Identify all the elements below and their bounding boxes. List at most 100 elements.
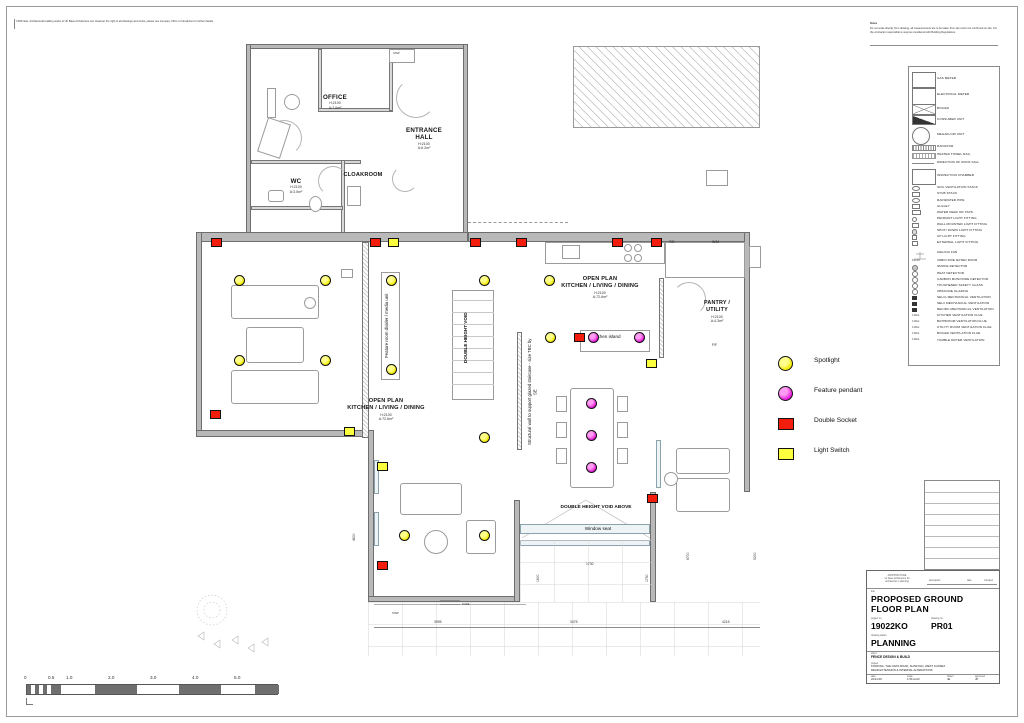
double-socket-icon[interactable] [211, 238, 222, 247]
key-item: RECIRC MECHANICAL VENTILATION [909, 307, 999, 313]
key-label: CONSUMER UNIT [937, 117, 965, 121]
spotlight-icon[interactable] [544, 275, 555, 286]
seating-right-2 [676, 448, 730, 474]
boiler-icon [912, 104, 936, 115]
tb-projectno-caption: project no. [871, 617, 883, 620]
double-socket-icon[interactable] [612, 238, 623, 247]
wc-name: WC [290, 178, 302, 185]
feature-pendant-icon[interactable] [586, 462, 597, 473]
notes-heading: Notes [870, 22, 878, 25]
client-name: FENCE DESIGN & BUILD [871, 655, 911, 659]
floor-plan-drawing: STEP OFFICE H:2100 A:7.0m² ENTRANCE HALL… [196, 44, 761, 656]
key-label: SEL/I MECHANICAL VENTILATION [937, 300, 990, 305]
key-item: WATER FEED OR TAPS [909, 209, 999, 216]
feature-room-divider [381, 272, 400, 380]
double-socket-icon [778, 418, 794, 430]
dim-line-bottom [374, 627, 760, 628]
spotlight-icon[interactable] [479, 432, 490, 443]
feature-pendant-icon[interactable] [634, 332, 645, 343]
tb-chk-caption: checked [984, 579, 993, 582]
openplan-left-a: A:72.6m² [378, 417, 394, 422]
structural-wall-label: Structural wall to support glazed stairc… [527, 338, 538, 446]
double-socket-icon[interactable] [210, 410, 221, 419]
key-label: WATER FEED OR TAPS [937, 209, 973, 214]
spotlight-icon[interactable] [234, 355, 245, 366]
office-height: H:2100 [329, 101, 341, 106]
feature-pendant-icon[interactable] [588, 332, 599, 343]
room-label-open-plan-right: OPEN PLAN KITCHEN / LIVING / DINING H:21… [540, 276, 660, 300]
spotlight-icon[interactable] [479, 530, 490, 541]
legend-label-spotlight: Spotlight [814, 357, 840, 364]
key-item: SEL/G MECHANICAL VENTILATION [909, 295, 999, 301]
key-item: INSPECTION CHAMBER [909, 168, 999, 185]
feature-pendant-icon[interactable] [586, 430, 597, 441]
dining-chair-l3 [556, 448, 567, 464]
scale-corner-mark [26, 698, 33, 705]
stair-tread-8 [452, 384, 494, 385]
hall-name-2: HALL [415, 134, 433, 142]
dim-internal-1: 1730 [586, 562, 594, 566]
key-item: OBSCURE GLAZING [909, 288, 999, 296]
tb-desc-caption: description [929, 579, 941, 582]
stair-tread-7 [452, 372, 494, 373]
tb-title-caption: title [871, 590, 875, 593]
cloakroom-unit [347, 186, 361, 206]
tb-logo: ARCHITECTURE uk base architecture ltd ar… [884, 574, 910, 583]
title-block: ARCHITECTURE uk base architecture ltd ar… [866, 570, 1000, 684]
spotlight-icon[interactable] [545, 332, 556, 343]
feature-pendant-icon [778, 386, 793, 401]
water-feed-or-taps-icon [912, 210, 921, 216]
key-item: 100⌀BOILER VENTILATION FLUE [909, 331, 999, 337]
stair-tread-3 [452, 324, 494, 325]
scale-seg [51, 685, 61, 694]
dim-bottom-3: 4215 [722, 620, 730, 624]
spotlight-icon[interactable] [320, 275, 331, 286]
dining-chair-r2 [617, 422, 628, 438]
feature-pendant-icon[interactable] [586, 398, 597, 409]
boundary-dash [468, 222, 568, 223]
key-label: STUB STACK [937, 191, 958, 196]
key-label: OBSCURE GLAZING [937, 288, 969, 293]
openplan-left-1: OPEN PLAN [368, 398, 404, 404]
step-label-top: STEP [393, 52, 400, 55]
stair-tread-6 [452, 360, 494, 361]
kitchen-island-label: Kitchen island [592, 334, 621, 339]
cdm-note: CDM Note: Architectural building works o… [16, 20, 214, 23]
double-socket-icon[interactable] [651, 238, 662, 247]
spotlight-icon[interactable] [386, 364, 397, 375]
light-switch-icon[interactable] [377, 462, 388, 471]
spotlight-icon[interactable] [479, 275, 490, 286]
scale-bar-body [26, 684, 279, 695]
double-socket-icon[interactable] [574, 333, 585, 342]
notes-divider [870, 45, 998, 46]
key-label: MEGAFLOW UNIT [937, 132, 965, 136]
double-socket-icon[interactable] [647, 494, 658, 503]
double-socket-icon[interactable] [470, 238, 481, 247]
spotlight-icon[interactable] [399, 530, 410, 541]
light-switch-icon[interactable] [388, 238, 399, 247]
soil-ventilation-stack-icon [912, 186, 920, 191]
scale-seg [61, 685, 95, 694]
hall-area: A:6.2m² [417, 146, 431, 151]
key-label: SOIL VENTILATION STACK [937, 185, 978, 190]
stair-tread-4 [452, 336, 494, 337]
double-socket-icon[interactable] [377, 561, 388, 570]
tb-client-caption: client [871, 652, 877, 655]
rev-line [925, 503, 999, 504]
double-socket-icon[interactable] [370, 238, 381, 247]
double-socket-icon[interactable] [516, 238, 527, 247]
key-item: SOIL VENTILATION STACK [909, 185, 999, 191]
light-switch-icon[interactable] [646, 359, 657, 368]
dim-right-2: 5200 [753, 552, 757, 560]
spotlight-icon[interactable] [320, 355, 331, 366]
wall-office-wc [251, 160, 361, 164]
megaflow-unit-icon [912, 127, 930, 145]
light-switch-icon[interactable] [344, 427, 355, 436]
key-item: ELECTRICAL METER [909, 87, 999, 105]
round-table [424, 530, 448, 554]
spotlight-icon[interactable] [386, 275, 397, 286]
drawing-status: PLANNING [871, 638, 916, 648]
spotlight-icon[interactable] [234, 275, 245, 286]
step-block [389, 49, 415, 63]
